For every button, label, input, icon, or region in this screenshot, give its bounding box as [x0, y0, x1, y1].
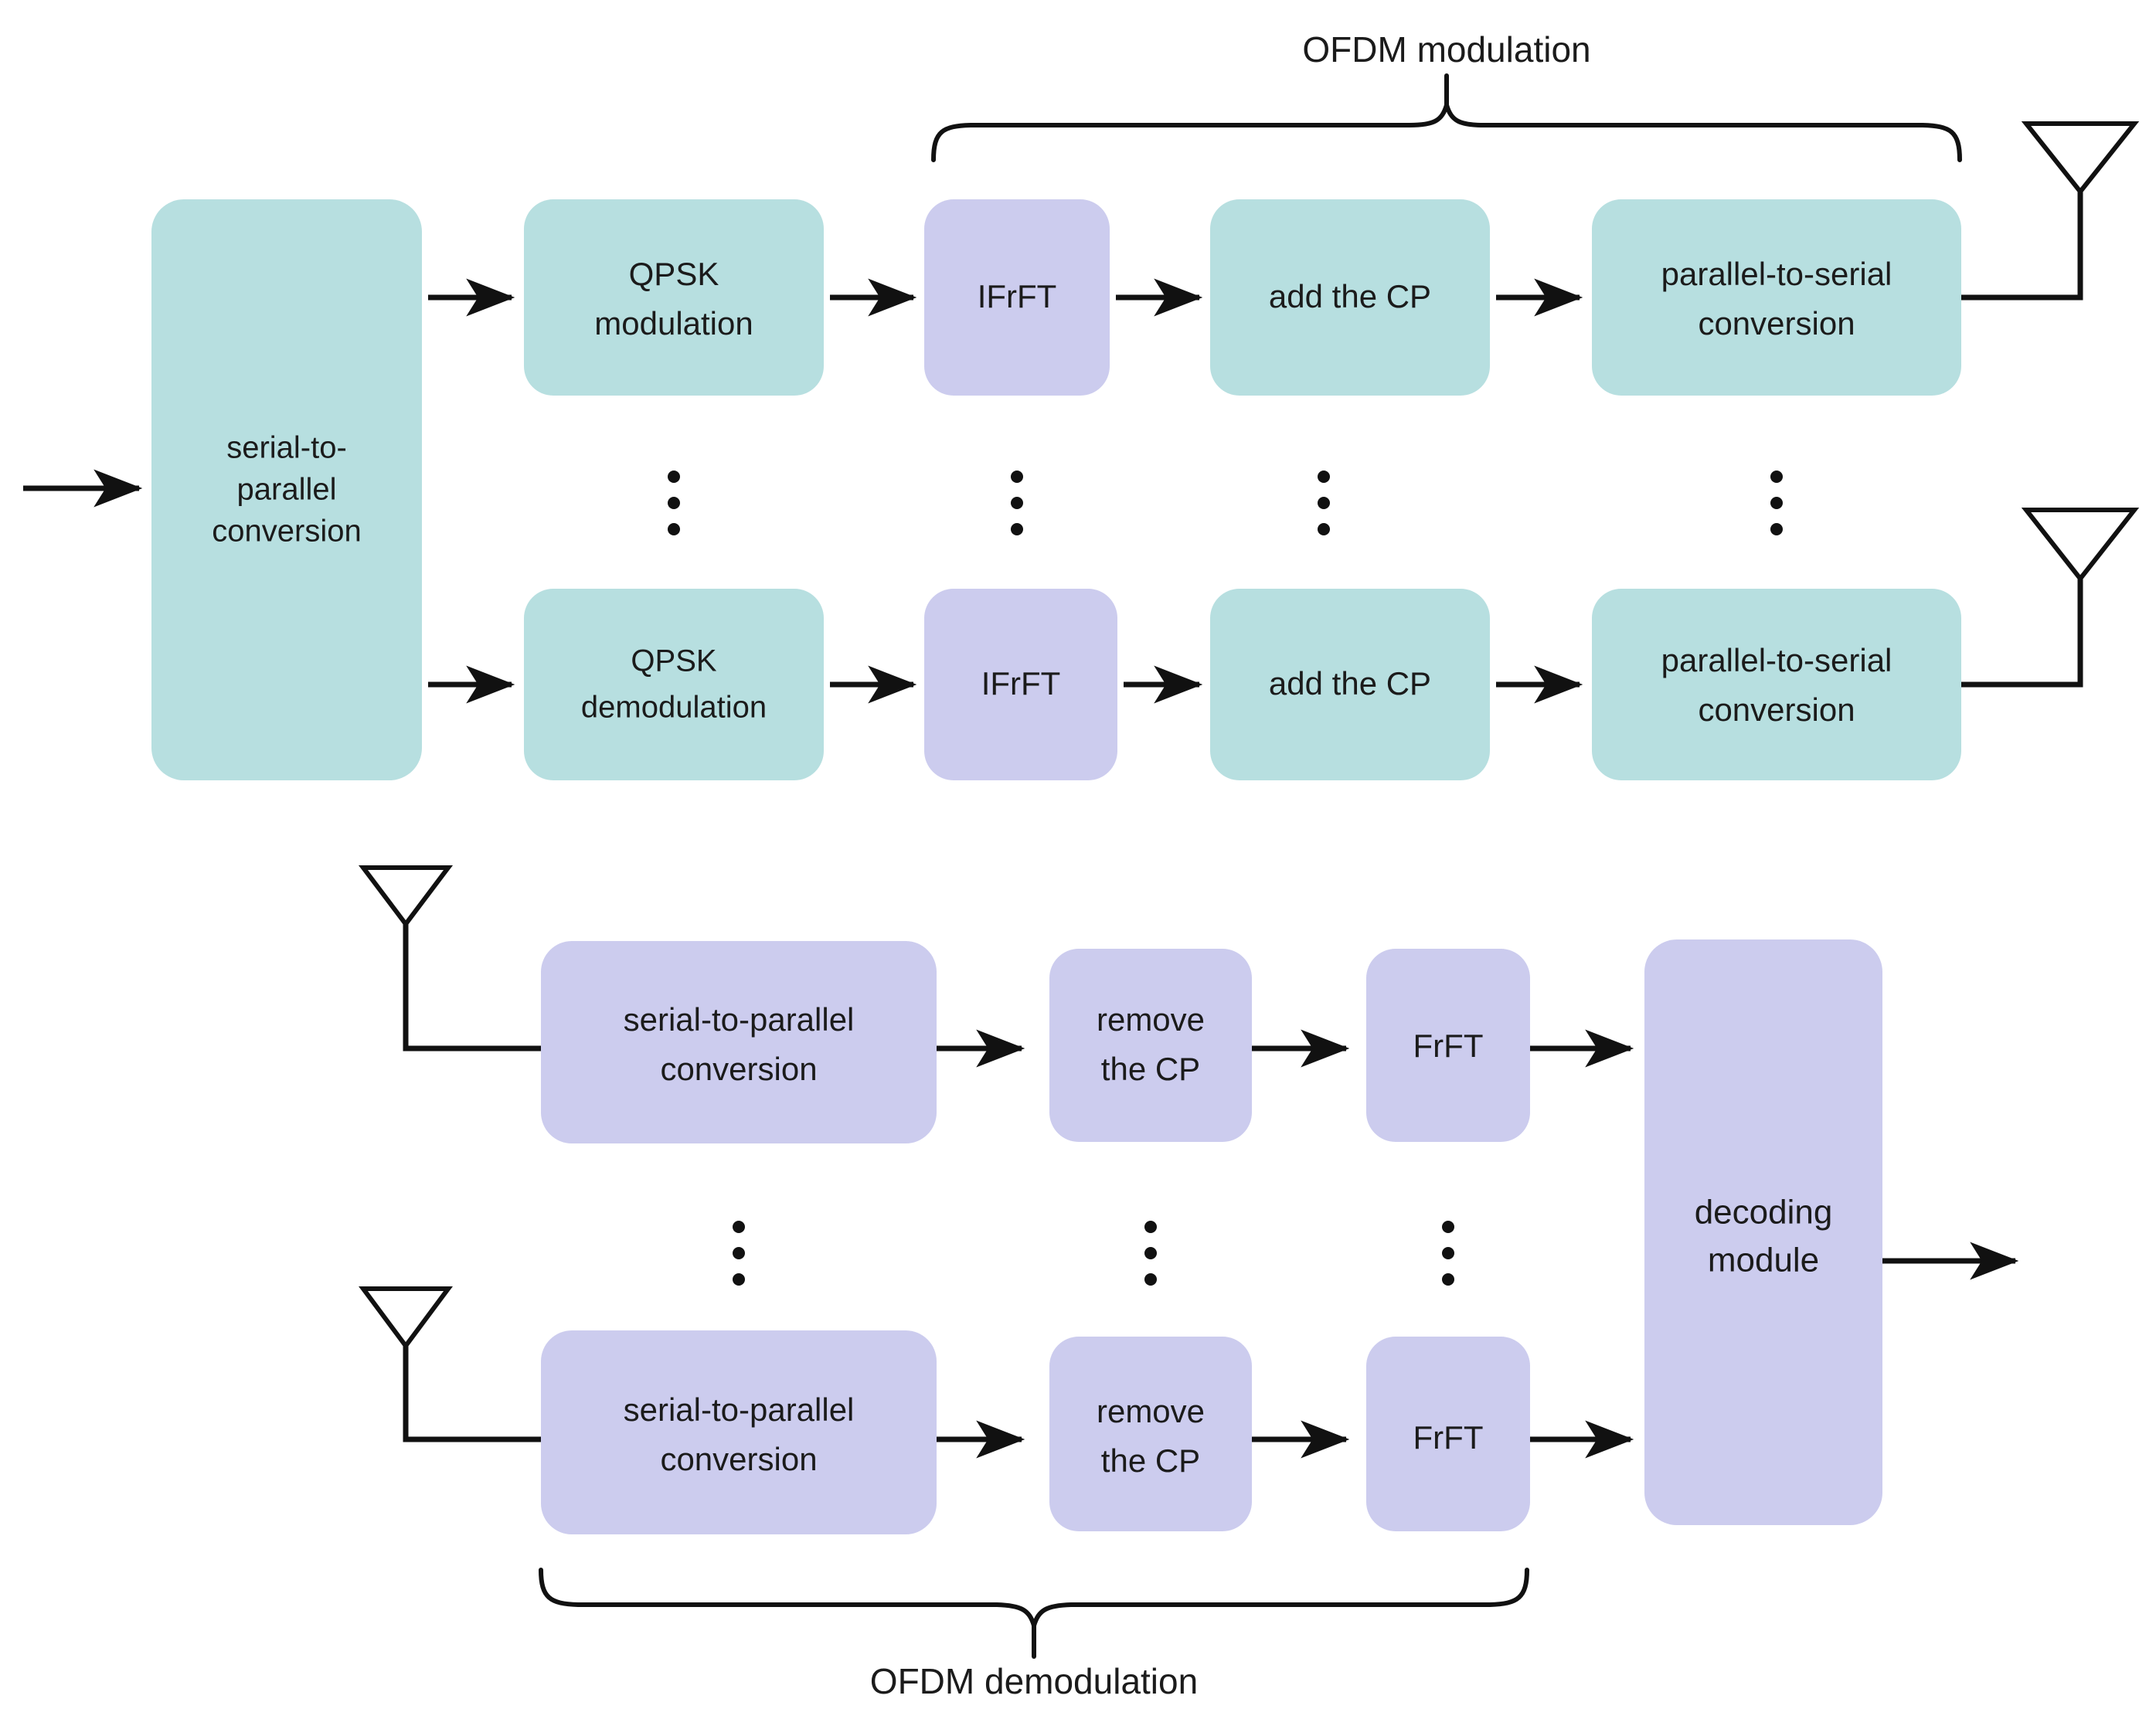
block-label-ifrft-2: IFrFT	[981, 665, 1061, 702]
block-label-pts-2-line2: conversion	[1698, 691, 1855, 728]
block-label-pts-2-line1: parallel-to-serial	[1661, 642, 1892, 678]
block-label-frft-1: FrFT	[1413, 1028, 1484, 1064]
block-label-remove-cp-2-line2: the CP	[1101, 1442, 1200, 1479]
tx-ellipsis-column-1	[668, 471, 680, 535]
block-label-rx-stp-2-line2: conversion	[660, 1441, 817, 1477]
tx-ellipsis-column-3	[1318, 471, 1330, 535]
rx-ellipsis-column-1	[733, 1221, 745, 1286]
label-ofdm-demodulation: OFDM demodulation	[870, 1661, 1198, 1701]
block-label-pts-1-line2: conversion	[1698, 305, 1855, 341]
receive-antenna-1-icon	[358, 865, 454, 928]
block-label-qpsk-modulation-line2: modulation	[594, 305, 753, 341]
block-label-remove-cp-1-line2: the CP	[1101, 1051, 1200, 1087]
rx-antenna-link-1	[403, 922, 541, 1052]
block-parallel-to-serial-conversion-1[interactable]	[1592, 199, 1961, 396]
block-label-serial-to-parallel-line2: parallel	[237, 473, 337, 507]
block-decoding-module[interactable]	[1644, 939, 1882, 1525]
block-label-frft-2: FrFT	[1413, 1419, 1484, 1456]
block-label-rx-stp-1-line1: serial-to-parallel	[624, 1001, 855, 1038]
block-label-rx-stp-1-line2: conversion	[660, 1051, 817, 1087]
tx-antenna-link-1	[1961, 189, 2083, 301]
block-label-pts-1-line1: parallel-to-serial	[1661, 256, 1892, 292]
block-label-remove-cp-2-line1: remove	[1097, 1393, 1205, 1429]
rx-ellipsis-column-3	[1442, 1221, 1454, 1286]
block-ifrft-2[interactable]	[924, 589, 1117, 780]
block-label-remove-cp-1-line1: remove	[1097, 1001, 1205, 1038]
block-rx-serial-to-parallel-1[interactable]	[541, 941, 937, 1143]
block-rx-serial-to-parallel-2[interactable]	[541, 1330, 937, 1534]
block-serial-to-parallel-conversion[interactable]	[151, 199, 422, 780]
transmit-antenna-1-icon	[2021, 121, 2140, 195]
block-parallel-to-serial-conversion-2[interactable]	[1592, 589, 1961, 780]
block-label-rx-stp-2-line1: serial-to-parallel	[624, 1391, 855, 1428]
rx-antenna-link-2	[403, 1344, 541, 1442]
brace-ofdm-modulation	[931, 103, 1962, 162]
label-ofdm-modulation: OFDM modulation	[1302, 29, 1590, 70]
block-remove-the-cp-2[interactable]	[1049, 1337, 1252, 1531]
block-label-serial-to-parallel-line1: serial-to-	[226, 431, 347, 465]
brace-ofdm-demodulation	[539, 1568, 1529, 1628]
block-label-qpsk-demodulation-line2: demodulation	[581, 691, 767, 725]
tx-antenna-link-2	[1961, 576, 2083, 688]
block-label-decoding-module-line1: decoding	[1695, 1194, 1833, 1232]
block-label-ifrft-1: IFrFT	[978, 278, 1057, 314]
block-label-serial-to-parallel-line3: conversion	[212, 515, 361, 549]
block-label-add-the-cp-1: add the CP	[1269, 278, 1431, 314]
tx-ellipsis-column-4	[1770, 471, 1783, 535]
block-frft-2[interactable]	[1366, 1337, 1530, 1531]
block-qpsk-modulation[interactable]	[524, 199, 824, 396]
tx-ellipsis-column-2	[1011, 471, 1023, 535]
block-qpsk-demodulation[interactable]	[524, 589, 824, 780]
block-label-qpsk-demodulation-line1: QPSK	[631, 644, 716, 678]
block-label-qpsk-modulation-line1: QPSK	[629, 256, 719, 292]
block-add-the-cp-2[interactable]	[1210, 589, 1490, 780]
block-remove-the-cp-1[interactable]	[1049, 949, 1252, 1142]
transmit-antenna-2-icon	[2021, 508, 2140, 583]
block-ifrft-1[interactable]	[924, 199, 1110, 396]
block-label-add-the-cp-2: add the CP	[1269, 665, 1431, 702]
block-frft-1[interactable]	[1366, 949, 1530, 1142]
block-label-decoding-module-line2: module	[1708, 1242, 1819, 1279]
receive-antenna-2-icon	[359, 1286, 453, 1351]
block-add-the-cp-1[interactable]	[1210, 199, 1490, 396]
rx-ellipsis-column-2	[1144, 1221, 1157, 1286]
